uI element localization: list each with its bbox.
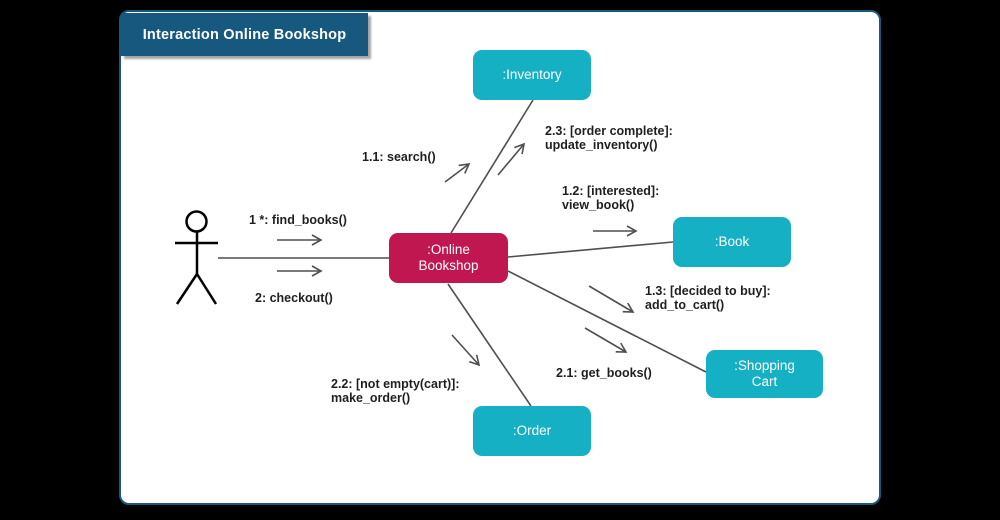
diagram-title: Interaction Online Bookshop xyxy=(121,13,368,56)
message-label-add-to-cart: 1.3: [decided to buy]: add_to_cart() xyxy=(645,284,771,312)
node-online-bookshop[interactable]: :Online Bookshop xyxy=(389,233,508,283)
node-shopping-cart[interactable]: :Shopping Cart xyxy=(706,350,823,398)
node-inventory-label: :Inventory xyxy=(502,66,562,82)
node-shopping-cart-label: :Shopping Cart xyxy=(734,357,795,389)
message-label-make-order: 2.2: [not empty(cart)]: make_order() xyxy=(331,377,460,405)
diagram-title-label: Interaction Online Bookshop xyxy=(142,26,347,43)
message-label-search: 1.1: search() xyxy=(362,150,436,164)
node-order-label: :Order xyxy=(512,422,552,438)
node-online-bookshop-label: :Online Bookshop xyxy=(418,241,479,273)
message-label-find-books: 1 *: find_books() xyxy=(249,213,347,227)
message-label-view-book: 1.2: [interested]: view_book() xyxy=(562,184,660,212)
node-inventory[interactable]: :Inventory xyxy=(473,50,591,100)
node-book-label: :Book xyxy=(714,233,750,249)
node-book[interactable]: :Book xyxy=(673,217,791,267)
message-label-update-inventory: 2.3: [order complete]: update_inventory(… xyxy=(545,124,673,152)
node-order[interactable]: :Order xyxy=(473,406,591,456)
message-label-checkout: 2: checkout() xyxy=(255,291,333,305)
message-label-get-books: 2.1: get_books() xyxy=(556,366,652,380)
